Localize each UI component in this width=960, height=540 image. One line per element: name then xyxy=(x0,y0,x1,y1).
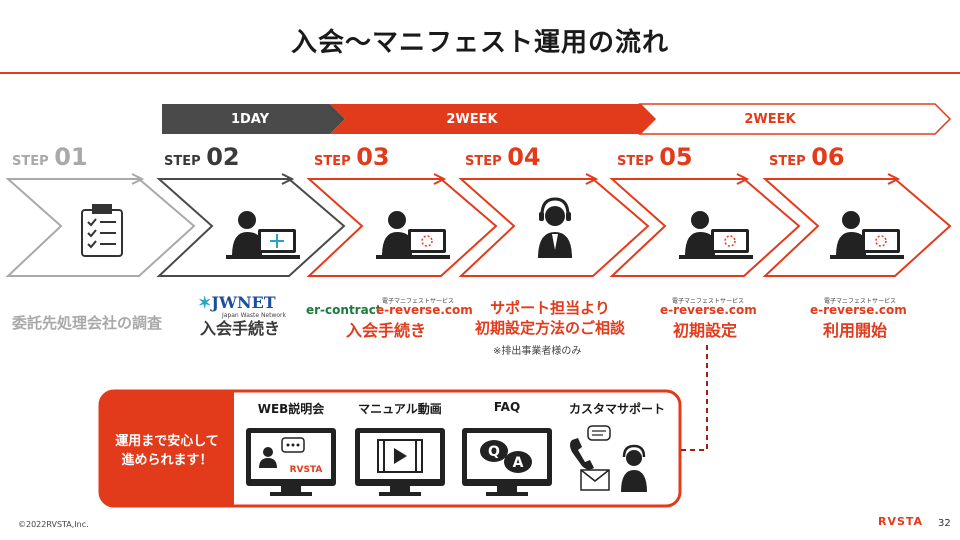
checklist-icon xyxy=(81,204,123,257)
qa-icon: Q A xyxy=(462,428,552,496)
timeline-label-1day: 1DAY xyxy=(230,112,270,127)
customer-support-icon xyxy=(570,425,647,492)
title-divider xyxy=(0,72,960,74)
step-04-chevron xyxy=(458,178,650,277)
qa-q-letter: Q xyxy=(488,444,500,460)
step-05-chevron xyxy=(609,178,801,277)
step-06-label: 利用開始 xyxy=(822,321,887,340)
step-04-heading: STEP 04 xyxy=(465,143,541,171)
video-manual-icon xyxy=(355,428,445,496)
web-seminar-icon: RVSTA xyxy=(246,428,336,496)
step-01-label: 委託先処理会社の調査 xyxy=(11,314,162,332)
support-message: 運用まで安心して 進められます！ xyxy=(112,432,222,470)
step-06-chevron xyxy=(762,178,952,277)
service-customer-support-label: カスタマサポート xyxy=(568,402,665,416)
person-at-laptop-icon-step-02 xyxy=(226,211,300,259)
step-01-chevron xyxy=(5,178,196,277)
step-06-e-reverse-logo: e-reverse.com xyxy=(810,303,907,317)
step-05-brand-caption: 電子マニフェストサービス xyxy=(672,298,745,305)
support-box-red-panel xyxy=(100,391,234,506)
service-faq-label: FAQ xyxy=(493,400,521,414)
step-03-heading: STEP 03 xyxy=(314,143,390,171)
page-title: 入会～マニフェスト運用の流れ xyxy=(290,28,669,58)
person-at-laptop-icon-step-06 xyxy=(830,211,904,259)
timeline-segment-1day xyxy=(162,104,345,134)
step-01-heading: STEP 01 xyxy=(12,143,88,171)
person-at-laptop-icon-step-05 xyxy=(679,211,753,259)
step-02-chevron xyxy=(156,178,346,277)
step-04-note: ※排出事業者様のみ xyxy=(493,346,582,357)
timeline-label-2week-2: 2WEEK xyxy=(744,112,796,127)
step-06-heading: STEP 06 xyxy=(769,143,845,171)
step-05-e-reverse-logo: e-reverse.com xyxy=(660,303,757,317)
service-video-manual-label: マニュアル動画 xyxy=(358,402,442,416)
support-message-line1: 運用まで安心して xyxy=(115,434,219,449)
step-02-jwnet-subtitle: Japan Waste Network xyxy=(222,312,286,319)
step-03-e-reverse-logo: e-reverse.com xyxy=(376,303,473,317)
step-03-er-contract-logo: er-contract xyxy=(306,303,382,317)
qa-a-letter: A xyxy=(513,455,524,471)
step-06-brand-caption: 電子マニフェストサービス xyxy=(824,298,897,305)
person-at-laptop-icon-step-03 xyxy=(376,211,450,259)
page-number: 32 xyxy=(938,518,951,529)
step-02-label: 入会手続き xyxy=(199,319,280,338)
copyright: ©2022RVSTA,Inc. xyxy=(18,520,89,529)
step-04-label-line1: サポート担当より xyxy=(490,299,610,317)
rvsta-logo: RVSTA xyxy=(878,515,924,528)
timeline-segment-2week-2 xyxy=(638,103,952,135)
support-message-line2: 進められます！ xyxy=(121,453,213,468)
timeline-label-2week-1: 2WEEK xyxy=(446,112,498,127)
headset-operator-icon xyxy=(538,197,572,258)
step-02-heading: STEP 02 xyxy=(164,143,240,171)
step-03-chevron xyxy=(306,178,498,277)
step-03-brand-caption: 電子マニフェストサービス xyxy=(382,298,455,305)
web-seminar-screen-logo: RVSTA xyxy=(290,465,323,475)
step-02-jwnet-logo: ✶JWNET xyxy=(198,293,276,312)
service-web-seminar-label: WEB説明会 xyxy=(257,402,325,416)
step-05-label: 初期設定 xyxy=(672,321,737,340)
step-05-heading: STEP 05 xyxy=(617,143,693,171)
step-03-label: 入会手続き xyxy=(345,321,426,340)
timeline-segment-2week-1 xyxy=(330,104,655,134)
step-04-label-line2: 初期設定方法のご相談 xyxy=(474,319,625,337)
step05-support-connector xyxy=(680,345,708,451)
